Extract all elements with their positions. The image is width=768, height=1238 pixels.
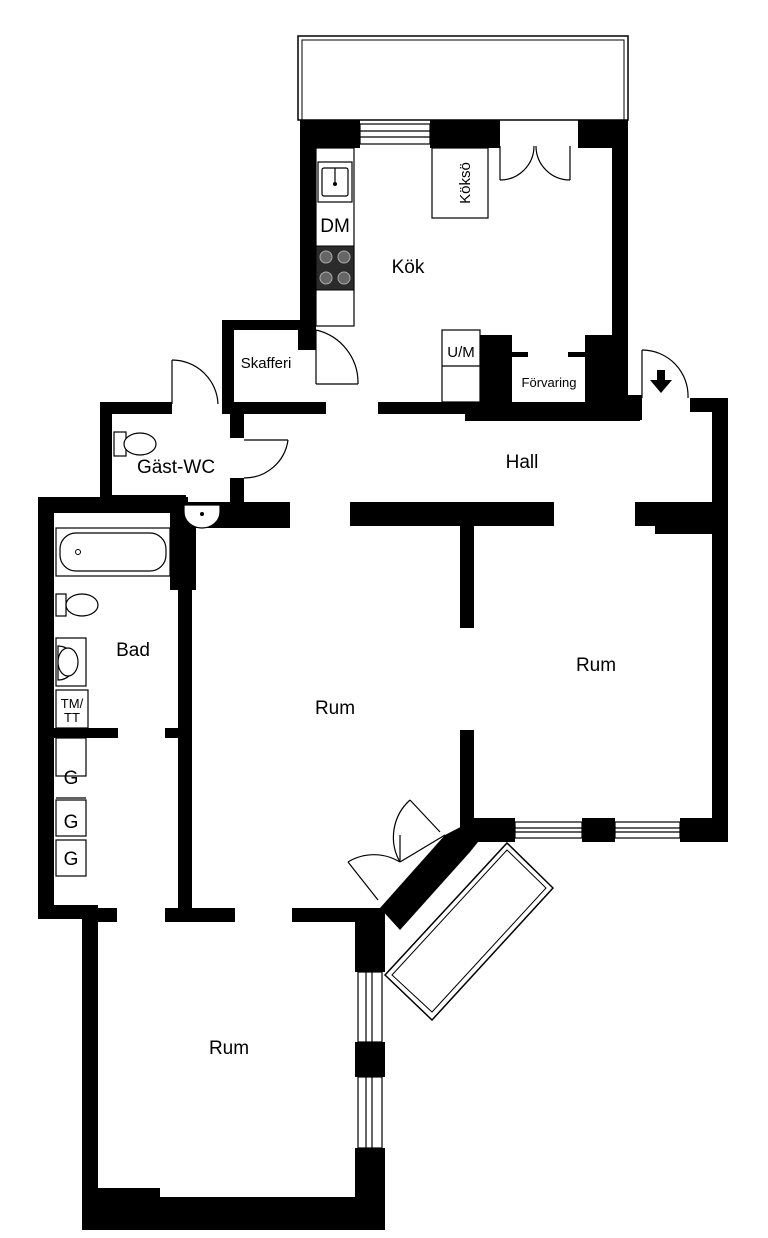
- label-tm: TM/: [61, 696, 84, 711]
- sink-icon: [317, 161, 353, 203]
- windows: [357, 123, 681, 1149]
- door-swing-icon: [243, 439, 289, 479]
- washbasin-icon: [183, 504, 221, 529]
- label-kok: Kök: [392, 257, 425, 278]
- stove-icon: [315, 245, 355, 291]
- door-swing-icon: [499, 145, 571, 181]
- toilet-icon: [113, 431, 157, 457]
- balcony-top: [297, 35, 629, 121]
- kitchen-island: [431, 147, 489, 219]
- label-gast-wc: Gäst-WC: [137, 457, 215, 478]
- window-icon: [359, 123, 431, 145]
- tm-tt-unit: [55, 689, 89, 729]
- label-tt: TT: [64, 710, 80, 725]
- label-forvaring: Förvaring: [522, 375, 577, 390]
- walls: [38, 120, 728, 1230]
- label-hall: Hall: [506, 452, 539, 473]
- um-cabinet: [441, 329, 481, 403]
- bathtub-icon: [55, 527, 171, 577]
- label-rum-center: Rum: [315, 698, 355, 719]
- door-swing-icon: [315, 329, 359, 385]
- window-icon: [614, 821, 681, 839]
- window-icon: [514, 821, 583, 839]
- doors: [171, 145, 689, 901]
- storage-units: [55, 737, 87, 877]
- door-swing-icon: [347, 799, 446, 901]
- label-um: U/M: [447, 344, 475, 361]
- label-bad: Bad: [116, 640, 150, 661]
- label-g-1: G: [64, 768, 79, 789]
- window-icon: [357, 1076, 383, 1149]
- label-rum-bottom: Rum: [209, 1038, 249, 1059]
- toilet-icon: [55, 593, 99, 617]
- door-swing-icon: [171, 359, 219, 405]
- door-swing-icon: [641, 349, 689, 399]
- entrance-arrow-icon: [650, 370, 672, 393]
- label-rum-right: Rum: [576, 655, 616, 676]
- label-g-3: G: [64, 849, 79, 870]
- label-dm: DM: [320, 216, 350, 237]
- label-koksa: Köksö: [457, 162, 474, 204]
- washbasin-icon: [55, 637, 87, 687]
- label-skafferi: Skafferi: [241, 355, 292, 372]
- balcony-bay: [383, 841, 555, 1022]
- label-g-2: G: [64, 812, 79, 833]
- window-icon: [357, 971, 383, 1043]
